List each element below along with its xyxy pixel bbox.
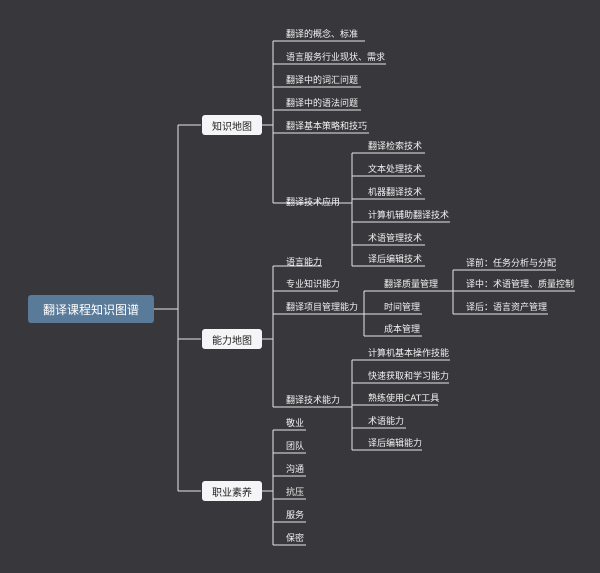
- topic-node[interactable]: 团队: [286, 442, 305, 452]
- topic-node[interactable]: 快速获取和学习能力: [368, 372, 450, 382]
- branch-professional-quality[interactable]: 职业素养: [202, 481, 262, 501]
- topic-node[interactable]: 敬业: [286, 419, 305, 429]
- topic-node-tech-application[interactable]: 翻译技术应用: [286, 198, 341, 208]
- topic-node[interactable]: 成本管理: [384, 325, 421, 335]
- topic-node[interactable]: 服务: [286, 511, 305, 521]
- topic-node[interactable]: 术语能力: [368, 417, 405, 427]
- topic-node[interactable]: 沟通: [286, 465, 305, 475]
- topic-node[interactable]: 翻译基本策略和技巧: [286, 122, 368, 132]
- topic-node[interactable]: 计算机基本操作技能: [368, 349, 450, 359]
- topic-node[interactable]: 译中：术语管理、质量控制: [466, 280, 575, 290]
- topic-node[interactable]: 计算机辅助翻译技术: [368, 211, 450, 221]
- topic-node[interactable]: 语言能力: [286, 258, 323, 268]
- topic-node[interactable]: 文本处理技术: [368, 165, 423, 175]
- topic-node-tech-ability[interactable]: 翻译技术能力: [286, 396, 341, 406]
- topic-node[interactable]: 术语管理技术: [368, 234, 423, 244]
- topic-node[interactable]: 翻译检索技术: [368, 142, 423, 152]
- topic-node[interactable]: 专业知识能力: [286, 280, 341, 290]
- topic-node[interactable]: 保密: [286, 534, 305, 544]
- root-node[interactable]: 翻译课程知识图谱: [28, 295, 154, 323]
- topic-node[interactable]: 机器翻译技术: [368, 188, 423, 198]
- topic-node[interactable]: 语言服务行业现状、需求: [286, 53, 386, 63]
- topic-node[interactable]: 熟练使用CAT工具: [368, 394, 440, 404]
- topic-node[interactable]: 译后编辑能力: [368, 439, 423, 449]
- topic-node-quality-management[interactable]: 翻译质量管理: [384, 280, 439, 290]
- topic-node-project-management[interactable]: 翻译项目管理能力: [286, 303, 359, 313]
- topic-node[interactable]: 翻译的概念、标准: [286, 30, 359, 40]
- topic-node[interactable]: 翻译中的语法问题: [286, 99, 359, 109]
- branch-knowledge-map[interactable]: 知识地图: [202, 115, 262, 135]
- topic-node[interactable]: 译前：任务分析与分配: [466, 259, 557, 269]
- topic-node[interactable]: 时间管理: [384, 303, 421, 313]
- topic-node[interactable]: 译后编辑技术: [368, 255, 423, 265]
- topic-node[interactable]: 抗压: [286, 488, 305, 498]
- branch-ability-map[interactable]: 能力地图: [202, 329, 262, 349]
- topic-node[interactable]: 译后：语言资产管理: [466, 303, 548, 313]
- topic-node[interactable]: 翻译中的词汇问题: [286, 76, 359, 86]
